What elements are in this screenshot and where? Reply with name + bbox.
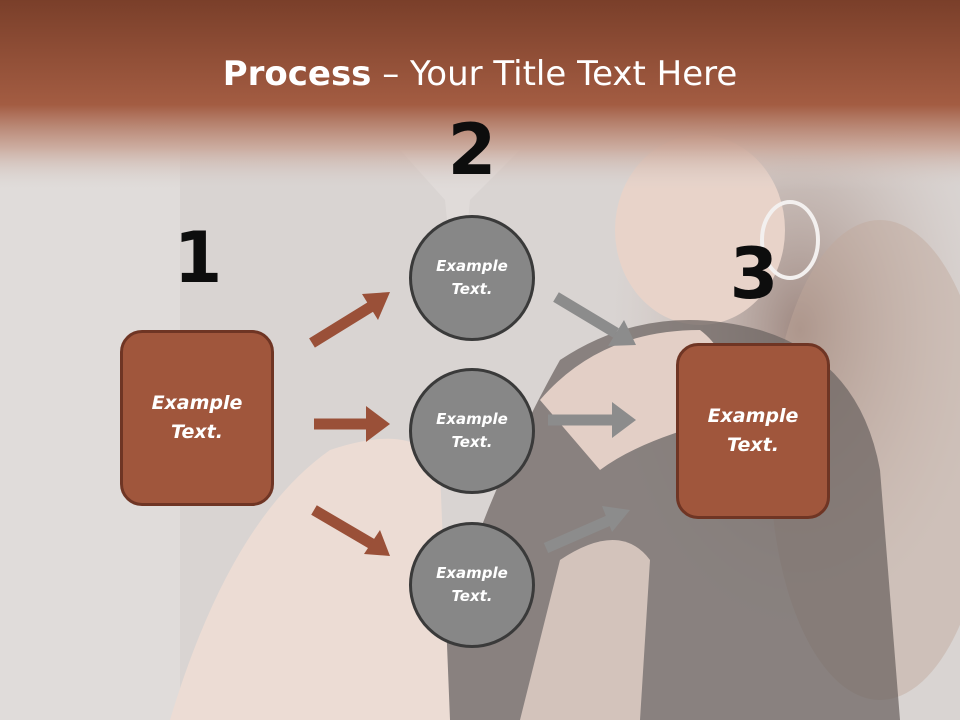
arrow-left-to-middle: [314, 406, 390, 442]
circle-middle-label: Example Text.: [436, 410, 508, 451]
step-number-2: 2: [447, 109, 497, 191]
title-bold: Process: [222, 54, 372, 94]
step-number-1: 1: [173, 217, 223, 299]
arrow-left-to-bottom: [311, 505, 390, 556]
arrow-top-to-right: [553, 292, 636, 346]
circle-bottom-label: Example Text.: [436, 564, 508, 605]
left-process-box: Example Text.: [120, 330, 274, 506]
slide-title: Process – Your Title Text Here: [0, 52, 960, 96]
step-number-3: 3: [729, 233, 779, 315]
left-box-label: Example Text.: [151, 392, 243, 443]
circle-top: Example Text.: [409, 215, 535, 341]
right-box-label: Example Text.: [707, 405, 799, 456]
arrow-bottom-to-right: [543, 506, 630, 554]
circle-bottom: Example Text.: [409, 522, 535, 648]
right-process-box: Example Text.: [676, 343, 830, 519]
title-rest: – Your Title Text Here: [371, 54, 738, 94]
circle-middle: Example Text.: [409, 368, 535, 494]
arrow-middle-to-right: [548, 402, 636, 438]
arrow-left-to-top: [309, 292, 390, 348]
circle-top-label: Example Text.: [436, 257, 508, 298]
